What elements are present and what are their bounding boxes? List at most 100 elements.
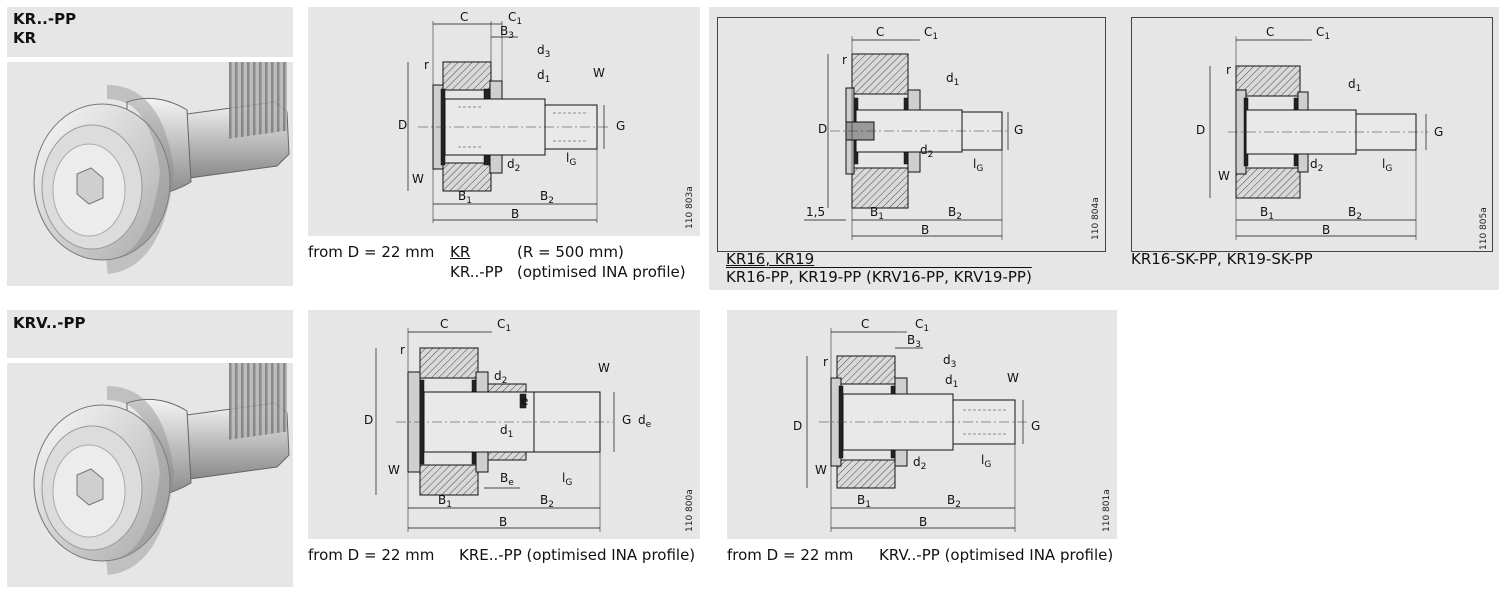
drawing-kr16: C C1 r D G d1 d2 lG B1 B2 B 1,5 110 804a: [804, 25, 1101, 240]
svg-text:B2: B2: [1348, 205, 1362, 222]
photo-panel-krv: [7, 353, 293, 587]
photo-kr-track-roller: [33, 52, 290, 274]
caption-kr-radius: (R = 500 mm): [517, 243, 624, 261]
title-kr-pp: KR..-PP: [13, 10, 77, 28]
svg-text:d2: d2: [913, 455, 926, 472]
caption-kr16-pp-kr19-pp: KR16-PP, KR19-PP (KRV16-PP, KRV19-PP): [726, 268, 1032, 286]
svg-text:D: D: [1196, 123, 1205, 137]
drawing-kr16-sk: C C1 r D G d1 d2 lG W B1 B2 B 110 805a: [1196, 25, 1489, 250]
svg-text:W: W: [1218, 169, 1230, 183]
svg-text:lG: lG: [1382, 157, 1392, 174]
svg-text:d3: d3: [537, 43, 550, 60]
svg-text:W: W: [598, 361, 610, 375]
drawing-number-110804a: 110 804a: [1091, 197, 1101, 240]
svg-text:C: C: [876, 25, 884, 39]
svg-text:r: r: [842, 53, 847, 67]
title-krv-pp: KRV..-PP: [13, 314, 86, 332]
svg-text:D: D: [398, 118, 407, 132]
svg-text:C: C: [861, 317, 869, 331]
drawing-kr-pp: C C1 B3 d3 d1 W r D G d2 lG W B1 B2 B 11…: [398, 10, 695, 229]
caption-kre-pp-profile: KRE..-PP (optimised INA profile): [459, 546, 696, 564]
svg-text:G: G: [1434, 125, 1443, 139]
caption-krv-pp-profile: KRV..-PP (optimised INA profile): [879, 546, 1114, 564]
svg-text:D: D: [793, 419, 802, 433]
svg-text:C1: C1: [1316, 25, 1330, 42]
svg-text:B: B: [921, 223, 929, 237]
svg-text:d1: d1: [945, 373, 958, 390]
svg-text:lG: lG: [973, 157, 983, 174]
svg-text:C: C: [460, 10, 468, 24]
svg-text:d2: d2: [507, 157, 520, 174]
svg-text:C1: C1: [508, 10, 522, 27]
svg-text:lG: lG: [566, 151, 576, 168]
svg-text:d1: d1: [537, 68, 550, 85]
caption-kre-from: from D = 22 mm: [308, 546, 435, 564]
svg-text:B1: B1: [1260, 205, 1274, 222]
svg-text:B1: B1: [458, 189, 472, 206]
caption-kr-from: from D = 22 mm: [308, 243, 435, 261]
svg-text:C1: C1: [915, 317, 929, 334]
svg-text:W: W: [1007, 371, 1019, 385]
svg-text:B: B: [499, 515, 507, 529]
diagram-panel-kre-pp: C C1 r D d2 e d1 W G de W Be lG B1 B2 B …: [308, 310, 700, 539]
caption-kr16-sk-pp: KR16-SK-PP, KR19-SK-PP: [1131, 250, 1313, 268]
svg-text:r: r: [823, 355, 828, 369]
caption-kr-type: KR: [450, 243, 471, 261]
title-box-krv: KRV..-PP: [7, 310, 293, 358]
drawing-number-110805a: 110 805a: [1479, 207, 1489, 250]
drawing-number-110800a: 110 800a: [685, 489, 695, 532]
svg-text:lG: lG: [981, 453, 991, 470]
svg-text:r: r: [1226, 63, 1231, 77]
svg-text:G: G: [1031, 419, 1040, 433]
svg-text:D: D: [818, 122, 827, 136]
drawing-frame-kr16-sk: C C1 r D G d1 d2 lG W B1 B2 B 110 805a: [1131, 17, 1493, 252]
svg-text:d1: d1: [946, 71, 959, 88]
svg-text:C1: C1: [497, 317, 511, 334]
svg-text:d3: d3: [943, 353, 956, 370]
svg-text:e: e: [521, 394, 528, 408]
svg-text:C1: C1: [924, 25, 938, 42]
photo-krv-track-roller: [33, 353, 290, 575]
diagram-panel-kr16: C C1 r D G d1 d2 lG B1 B2 B 1,5 110 804a: [709, 7, 1499, 290]
svg-text:G: G: [1014, 123, 1023, 137]
caption-krv-from: from D = 22 mm: [727, 546, 854, 564]
svg-text:B3: B3: [907, 333, 921, 350]
svg-text:W: W: [412, 172, 424, 186]
svg-text:C: C: [440, 317, 448, 331]
drawing-frame-kr16: C C1 r D G d1 d2 lG B1 B2 B 1,5 110 804a: [717, 17, 1106, 252]
svg-text:W: W: [388, 463, 400, 477]
svg-text:B: B: [919, 515, 927, 529]
drawing-krv-pp: C C1 B3 d3 d1 W r D G d2 lG W B1 B2 B 11…: [793, 317, 1112, 532]
svg-text:B: B: [1322, 223, 1330, 237]
svg-text:B2: B2: [948, 205, 962, 222]
svg-text:W: W: [593, 66, 605, 80]
drawing-number-110801a: 110 801a: [1102, 489, 1112, 532]
title-kr: KR: [13, 29, 37, 47]
diagram-panel-krv-pp: C C1 B3 d3 d1 W r D G d2 lG W B1 B2 B 11…: [727, 310, 1117, 539]
svg-text:B2: B2: [947, 493, 961, 510]
caption-kr-pp-type: KR..-PP: [450, 263, 503, 281]
svg-text:B: B: [511, 207, 519, 221]
drawing-kre-pp: C C1 r D d2 e d1 W G de W Be lG B1 B2 B …: [364, 317, 695, 532]
svg-text:Be: Be: [500, 471, 514, 488]
drawing-number-110803a: 110 803a: [685, 186, 695, 229]
svg-text:G: G: [622, 413, 631, 427]
caption-kr-pp-profile: (optimised INA profile): [517, 263, 686, 281]
svg-text:D: D: [364, 413, 373, 427]
svg-text:C: C: [1266, 25, 1274, 39]
diagram-panel-kr-pp: C C1 B3 d3 d1 W r D G d2 lG W B1 B2 B 11…: [308, 7, 700, 236]
svg-text:de: de: [638, 413, 652, 430]
svg-text:B2: B2: [540, 189, 554, 206]
svg-text:lG: lG: [562, 471, 572, 488]
svg-text:r: r: [400, 343, 405, 357]
svg-text:W: W: [815, 463, 827, 477]
svg-text:d1: d1: [1348, 77, 1361, 94]
caption-kr16-kr19: KR16, KR19: [726, 250, 815, 268]
svg-text:G: G: [616, 119, 625, 133]
svg-text:r: r: [424, 58, 429, 72]
svg-text:B1: B1: [438, 493, 452, 510]
title-box-kr: KR..-PP KR: [7, 7, 293, 57]
photo-panel-kr: [7, 52, 293, 286]
svg-text:d2: d2: [1310, 157, 1323, 174]
svg-text:d2: d2: [494, 369, 507, 386]
